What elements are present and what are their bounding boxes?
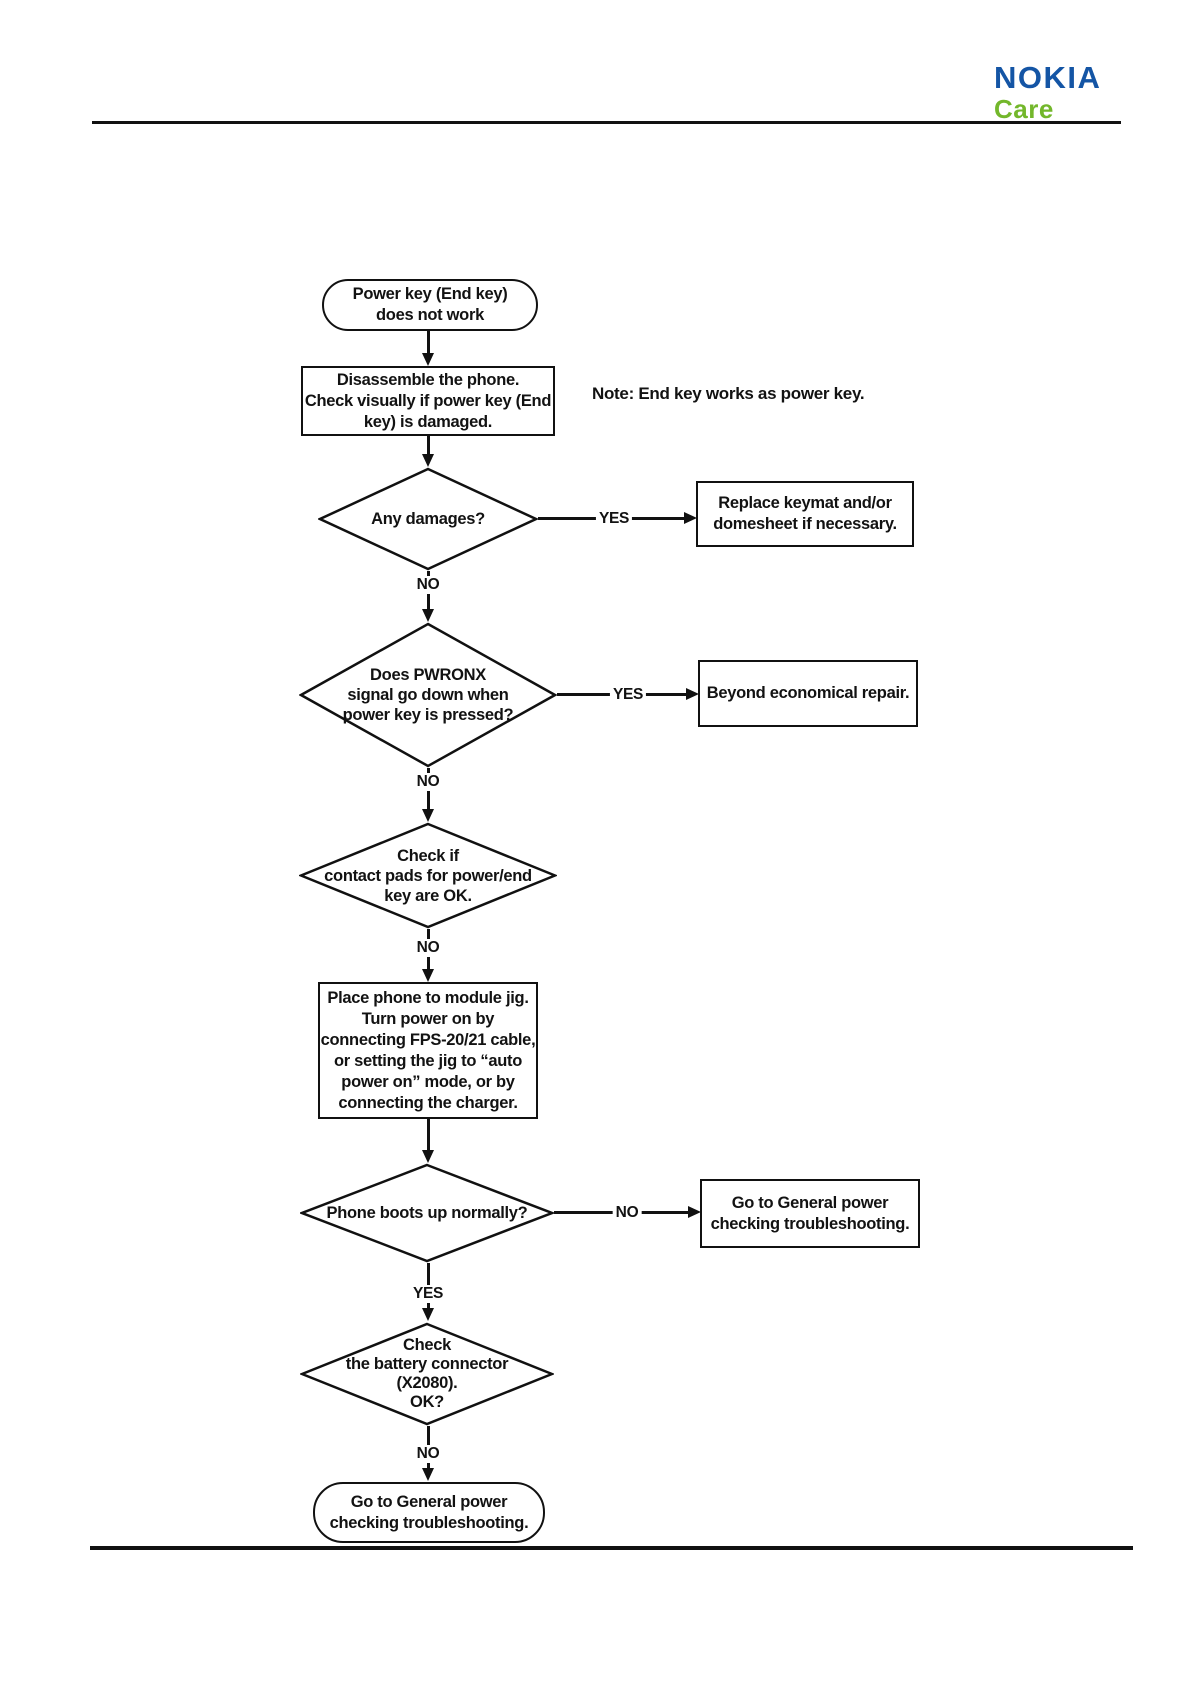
decision-boots-up: Phone boots up normally? xyxy=(300,1163,554,1263)
arrowhead-down-icon xyxy=(422,1150,434,1163)
decision-any-damages-label: Any damages? xyxy=(371,510,485,528)
connector-line xyxy=(427,436,430,456)
decision-battery-connector: Check the battery connector (X2080). OK? xyxy=(300,1322,554,1426)
arrowhead-down-icon xyxy=(422,1468,434,1481)
decision-contact-pads-label: Check if contact pads for power/end key … xyxy=(324,846,532,905)
footer-rule xyxy=(90,1546,1133,1550)
process-disassemble-label: Disassemble the phone. Check visually if… xyxy=(304,370,552,431)
arrowhead-down-icon xyxy=(422,609,434,622)
decision-contact-pads: Check if contact pads for power/end key … xyxy=(299,822,557,929)
start-terminator: Power key (End key) does not work xyxy=(322,279,538,331)
connector-line xyxy=(427,1119,430,1152)
nokia-logo-text: NOKIA xyxy=(994,60,1102,95)
care-logo-text: Care xyxy=(994,94,1054,124)
process-beyond-repair-label: Beyond economical repair. xyxy=(706,684,910,702)
arrowhead-down-icon xyxy=(422,1308,434,1321)
decision-any-damages: Any damages? xyxy=(318,467,538,571)
process-replace-keymat: Replace keymat and/or domesheet if neces… xyxy=(696,481,914,547)
arrowhead-down-icon xyxy=(422,809,434,822)
process-disassemble: Disassemble the phone. Check visually if… xyxy=(301,366,555,436)
decision-boots-up-label: Phone boots up normally? xyxy=(326,1204,528,1222)
edge-label-no: NO xyxy=(413,773,443,791)
diamond-shape xyxy=(300,1163,554,1263)
diamond-shape xyxy=(318,467,538,571)
edge-label-no: NO xyxy=(413,1445,443,1463)
edge-label-no: NO xyxy=(612,1204,642,1222)
arrowhead-down-icon xyxy=(422,454,434,467)
process-module-jig: Place phone to module jig. Turn power on… xyxy=(318,982,538,1119)
edge-label-no: NO xyxy=(413,939,443,957)
connector-line xyxy=(427,331,430,355)
process-replace-keymat-label: Replace keymat and/or domesheet if neces… xyxy=(713,494,897,533)
process-module-jig-label: Place phone to module jig. Turn power on… xyxy=(320,988,536,1112)
nokia-care-logo: NOKIA Care xyxy=(994,62,1101,122)
arrowhead-down-icon xyxy=(422,353,434,366)
start-terminator-label: Power key (End key) does not work xyxy=(352,285,508,324)
diamond-shape xyxy=(299,622,557,768)
end-terminator: Go to General power checking troubleshoo… xyxy=(313,1482,545,1543)
arrowhead-down-icon xyxy=(422,969,434,982)
arrowhead-right-icon xyxy=(686,688,699,700)
decision-pwronx-signal-label: Does PWRONX signal go down when power ke… xyxy=(342,666,514,724)
header-rule xyxy=(92,121,1121,124)
end-terminator-label: Go to General power checking troubleshoo… xyxy=(329,1492,529,1532)
edge-label-yes: YES xyxy=(609,686,647,704)
decision-pwronx-signal: Does PWRONX signal go down when power ke… xyxy=(299,622,557,768)
arrowhead-right-icon xyxy=(684,512,697,524)
process-general-power-label: Go to General power checking troubleshoo… xyxy=(710,1193,910,1233)
process-beyond-repair: Beyond economical repair. xyxy=(698,660,918,727)
note-text: Note: End key works as power key. xyxy=(592,384,865,403)
diamond-shape xyxy=(299,822,557,929)
edge-label-yes: YES xyxy=(409,1285,447,1303)
edge-label-no: NO xyxy=(413,576,443,594)
edge-label-yes: YES xyxy=(595,510,633,528)
decision-battery-connector-label: Check the battery connector (X2080). OK? xyxy=(345,1336,509,1411)
process-general-power: Go to General power checking troubleshoo… xyxy=(700,1179,920,1248)
arrowhead-right-icon xyxy=(688,1206,701,1218)
diamond-shape xyxy=(300,1322,554,1426)
